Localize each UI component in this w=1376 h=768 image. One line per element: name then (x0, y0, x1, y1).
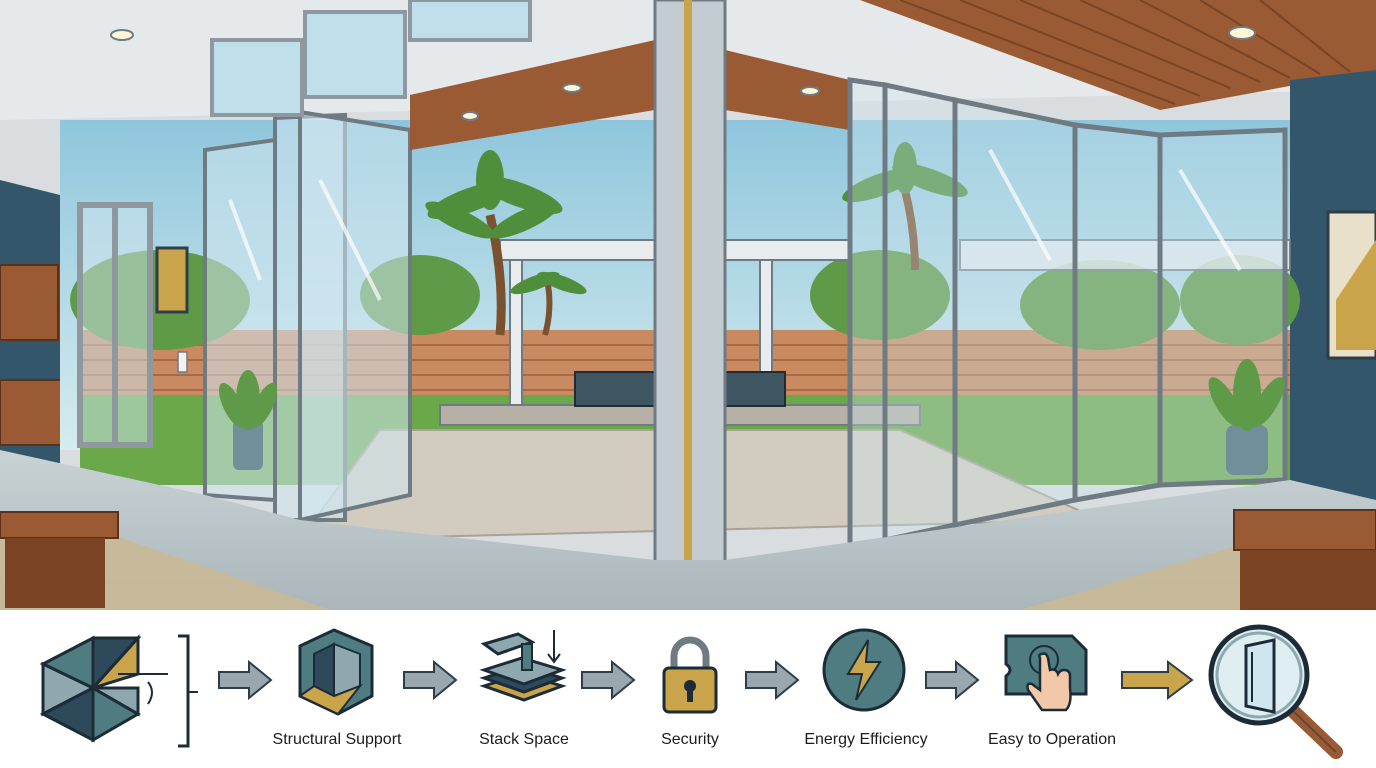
interior-floor (0, 450, 1376, 610)
structural-support-icon (298, 628, 374, 716)
light-switch (177, 351, 188, 373)
palm-tree (425, 142, 968, 336)
lightning-icon (822, 628, 906, 712)
arrow-right-gold-icon (1121, 660, 1194, 700)
arrow-right-icon (745, 660, 800, 700)
padlock-icon (662, 636, 718, 714)
magnifier-door-icon (1208, 624, 1343, 759)
feature-strip: Structural Support Stack Space Security … (0, 610, 1376, 768)
touch-hand-icon (1004, 634, 1088, 712)
potted-plant (218, 359, 1285, 475)
step-label-structural-support: Structural Support (272, 731, 402, 748)
exterior-soffit (410, 40, 655, 150)
step-label-easy-to-operation: Easy to Operation (987, 731, 1117, 748)
geometry-icon (39, 634, 198, 748)
side-table (1233, 509, 1376, 551)
step-label-security: Security (661, 731, 719, 748)
transom-windows (210, 0, 532, 117)
sliding-door-panels (847, 77, 1288, 548)
coffee-table (0, 511, 119, 539)
step-label-stack-space: Stack Space (479, 731, 569, 748)
arrow-right-icon (218, 660, 273, 700)
step-label-energy-efficiency: Energy Efficiency (804, 731, 928, 748)
arrow-right-icon (403, 660, 458, 700)
folding-glass-door-illustration (0, 0, 1376, 610)
stack-space-icon (479, 630, 567, 702)
left-french-doors (77, 202, 153, 448)
kitchen-cabinet-upper (0, 264, 59, 341)
kitchen-cabinet-lower (0, 379, 67, 446)
arrow-right-icon (581, 660, 636, 700)
arrow-right-icon (925, 660, 980, 700)
wall-picture-left (155, 246, 189, 314)
